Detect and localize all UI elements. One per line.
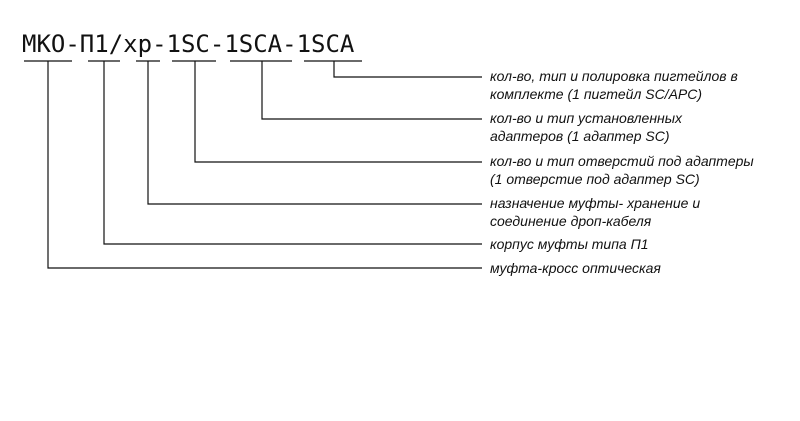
desc-pigtails-line-1: кол-во, тип и полировка пигтейлов в — [490, 68, 738, 84]
desc-holes: кол-во и тип отверстий под адаптеры (1 о… — [490, 153, 758, 187]
desc-pigtails: кол-во, тип и полировка пигтейлов в комп… — [490, 68, 742, 102]
leader-pigtails — [333, 61, 482, 78]
code-segment-purpose: /хр — [109, 30, 152, 58]
desc-adapters: кол-во и тип установленных адаптеров (1 … — [490, 110, 686, 144]
product-code: МКО-П1/хр-1SC-1SCA-1SCA — [22, 30, 355, 58]
desc-housing-line-1: корпус муфты типа П1 — [490, 236, 649, 252]
desc-housing: корпус муфты типа П1 — [490, 236, 649, 252]
desc-adapters-line-2: адаптеров (1 адаптер SC) — [490, 128, 670, 144]
desc-purpose-line-1: назначение муфты- хранение и — [490, 195, 700, 211]
desc-purpose: назначение муфты- хранение и соединение … — [490, 195, 704, 229]
desc-adapters-line-1: кол-во и тип установленных — [490, 110, 683, 126]
desc-type: муфта-кросс оптическая — [490, 260, 661, 276]
code-segment-pigtails: -1SCA — [282, 30, 355, 58]
code-segment-holes: -1SC — [152, 30, 210, 58]
desc-holes-line-1: кол-во и тип отверстий под адаптеры — [490, 153, 754, 169]
leader-purpose — [147, 61, 482, 205]
desc-pigtails-line-2: комплекте (1 пигтейл SC/APC) — [490, 86, 702, 102]
desc-purpose-line-2: соединение дроп-кабеля — [490, 213, 652, 229]
leader-holes — [194, 61, 482, 163]
desc-holes-line-2: (1 отверстие под адаптер SC) — [490, 171, 700, 187]
leader-adapters — [261, 61, 482, 120]
leader-housing — [103, 61, 482, 245]
code-segment-housing: -П1 — [65, 30, 108, 58]
leader-type — [47, 61, 482, 269]
code-segment-type: МКО — [22, 30, 65, 58]
code-segment-adapters: -1SCA — [210, 30, 283, 58]
desc-type-line-1: муфта-кросс оптическая — [490, 260, 661, 276]
